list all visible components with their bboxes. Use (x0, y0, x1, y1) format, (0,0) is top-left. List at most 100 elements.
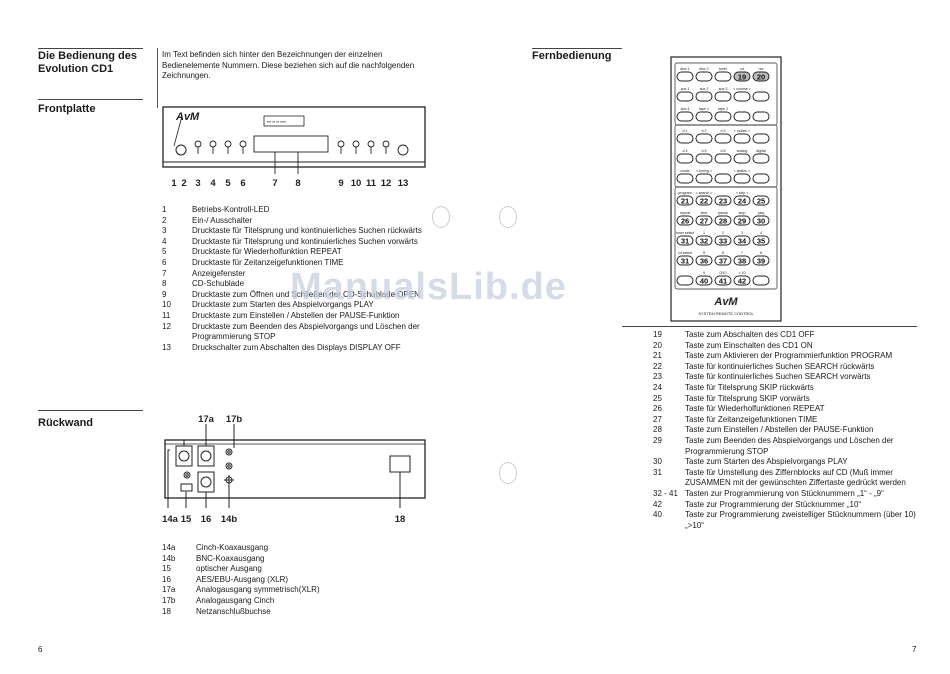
page-number-right: 7 (912, 645, 917, 654)
section-front-title: Frontplatte (38, 103, 96, 115)
remote-key[interactable] (695, 275, 713, 286)
section-rule (38, 410, 143, 411)
remote-key[interactable] (676, 275, 694, 286)
item-number: 17b (162, 595, 176, 605)
remote-key[interactable] (733, 71, 751, 82)
remote-key-number: 26 (681, 216, 689, 225)
item-number: 20 (653, 340, 662, 350)
remote-key[interactable] (695, 215, 713, 226)
item-number: 31 (653, 467, 662, 477)
remote-key[interactable] (752, 255, 770, 266)
remote-key-label: analog (737, 149, 748, 153)
item-text: Taste zum Abschalten des CD1 OFF (685, 330, 815, 339)
remote-key[interactable] (714, 195, 732, 206)
remote-key[interactable] (752, 195, 770, 206)
remote-key[interactable] (752, 133, 770, 144)
remote-key[interactable] (733, 91, 751, 102)
remote-key[interactable] (714, 153, 732, 164)
remote-key-label: tape 2 (718, 107, 728, 111)
item-text: Cinch-Koaxausgang (196, 543, 269, 552)
remote-key-number: 36 (700, 256, 708, 265)
remote-key-label: 5 (703, 251, 705, 255)
remote-key[interactable] (752, 275, 770, 286)
remote-key[interactable] (676, 255, 694, 266)
remote-key-number: 29 (738, 216, 746, 225)
remote-key[interactable] (695, 153, 713, 164)
remote-key[interactable] (752, 91, 770, 102)
front-callout: 3 (195, 178, 200, 189)
remote-key[interactable] (676, 133, 694, 144)
remote-key-label: 6 (722, 251, 724, 255)
remote-key[interactable] (676, 173, 694, 184)
remote-key[interactable] (695, 111, 713, 122)
item-number: 7 (162, 268, 167, 278)
remote-key[interactable] (714, 275, 732, 286)
remote-key[interactable] (733, 173, 751, 184)
remote-key[interactable] (733, 111, 751, 122)
remote-key[interactable] (752, 173, 770, 184)
remote-key[interactable] (714, 71, 732, 82)
remote-key[interactable] (733, 195, 751, 206)
remote-key[interactable] (714, 133, 732, 144)
remote-key[interactable] (676, 235, 694, 246)
item-text: Betriebs-Kontroll-LED (192, 205, 270, 214)
section-rule (38, 99, 143, 100)
remote-key[interactable] (714, 235, 732, 246)
remote-key[interactable] (752, 215, 770, 226)
front-callout: 8 (295, 178, 300, 189)
remote-key[interactable] (714, 255, 732, 266)
remote-key-number: 31 (681, 256, 689, 265)
remote-key[interactable] (676, 91, 694, 102)
remote-key[interactable] (733, 215, 751, 226)
remote-key[interactable] (714, 215, 732, 226)
item-number: 18 (162, 606, 171, 616)
remote-key[interactable] (695, 195, 713, 206)
page-number-left: 6 (38, 645, 43, 654)
remote-key-label: tuner (719, 67, 728, 71)
front-callout: 4 (210, 178, 216, 189)
remote-key[interactable] (733, 235, 751, 246)
remote-key[interactable] (714, 111, 732, 122)
rear-callout: 17a (198, 414, 215, 425)
remote-key[interactable] (714, 91, 732, 102)
section-remote-title: Fernbedienung (532, 50, 612, 62)
remote-key[interactable] (676, 195, 694, 206)
remote-key[interactable] (695, 71, 713, 82)
remote-key-number: 27 (700, 216, 708, 225)
item-text: Taste zum Beenden des Abspielvorgangs un… (685, 435, 894, 456)
remote-key[interactable] (733, 275, 751, 286)
remote-key[interactable] (676, 153, 694, 164)
remote-key[interactable] (695, 133, 713, 144)
remote-key[interactable] (695, 235, 713, 246)
remote-key[interactable] (752, 71, 770, 82)
remote-key[interactable] (676, 111, 694, 122)
remote-key-number: 35 (757, 236, 765, 245)
remote-key[interactable] (676, 71, 694, 82)
remote-key[interactable] (695, 255, 713, 266)
remote-key-number: 34 (738, 236, 747, 245)
remote-key[interactable] (752, 153, 770, 164)
remote-key[interactable] (733, 153, 751, 164)
remote-key[interactable] (714, 173, 732, 184)
remote-key[interactable] (676, 215, 694, 226)
remote-key[interactable] (752, 235, 770, 246)
column-divider (157, 48, 158, 108)
remote-key[interactable] (733, 133, 751, 144)
intro-text: Im Text befinden sich hinter den Bezeich… (162, 50, 415, 81)
remote-key[interactable] (733, 255, 751, 266)
remote-key[interactable] (695, 173, 713, 184)
item-text: Taste zur Programmierung zweistelliger S… (685, 510, 916, 530)
item-text: Drucktaste zum Starten des Abspielvorgan… (192, 300, 374, 310)
remote-key-label: aux 1 (681, 87, 690, 91)
remote-key[interactable] (752, 111, 770, 122)
remote-key[interactable] (695, 91, 713, 102)
